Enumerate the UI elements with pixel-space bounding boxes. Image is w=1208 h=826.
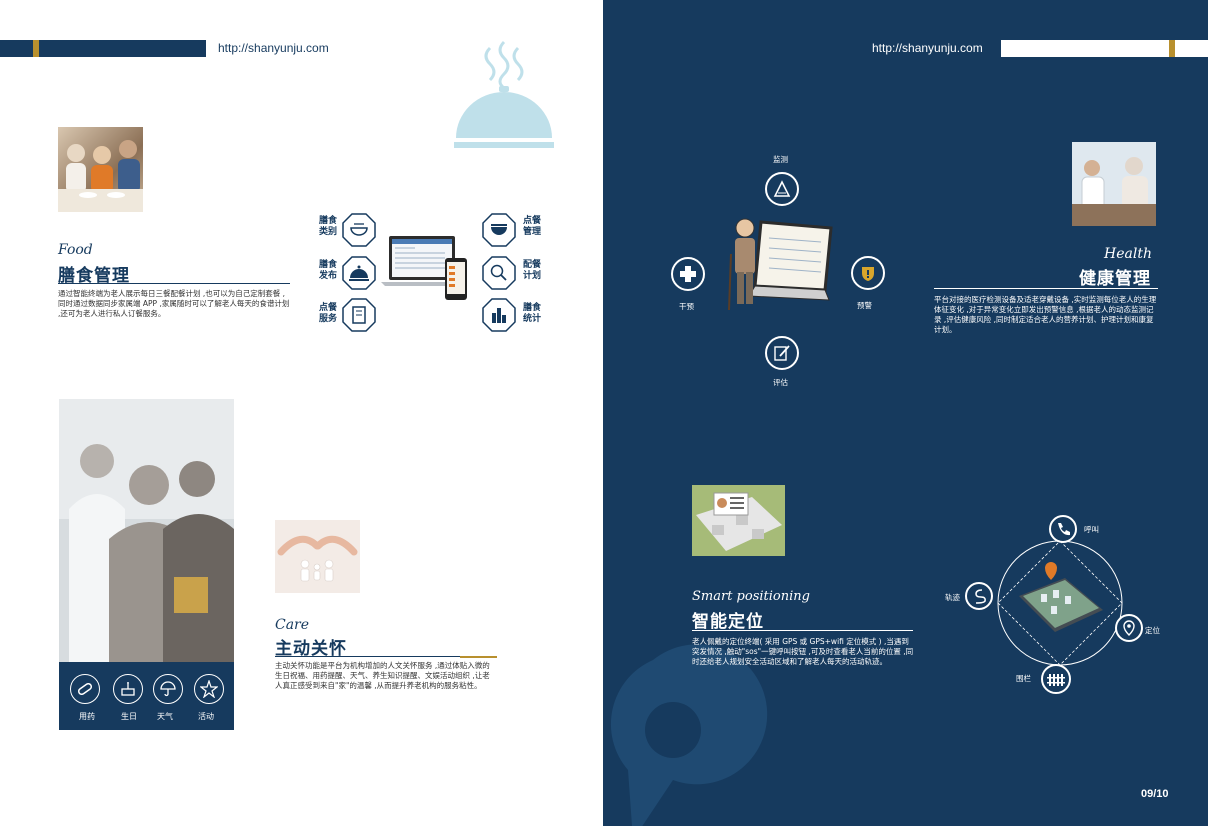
dish-icon[interactable] xyxy=(482,213,516,247)
route-icon[interactable] xyxy=(965,582,993,610)
food-item-label-2: 膳食发布 xyxy=(319,260,338,281)
care-label-3: 天气 xyxy=(157,712,173,721)
health-divider xyxy=(934,288,1158,289)
pin-icon[interactable] xyxy=(1115,614,1143,642)
shield-alert-icon[interactable] xyxy=(851,256,885,290)
cycle-label-1: 监测 xyxy=(773,155,788,164)
url-right[interactable]: http://shanyunju.com xyxy=(872,41,983,55)
bar-chart-icon[interactable] xyxy=(482,298,516,332)
magnifier-icon[interactable] xyxy=(482,256,516,290)
header-bar-left xyxy=(0,40,206,57)
cycle-label-2: 预警 xyxy=(857,301,872,310)
monitor-icon[interactable] xyxy=(765,172,799,206)
fence-icon[interactable] xyxy=(1041,664,1071,694)
url-left[interactable]: http://shanyunju.com xyxy=(218,41,329,55)
umbrella-icon[interactable] xyxy=(153,674,183,704)
food-item-label-1: 膳食类别 xyxy=(319,216,338,237)
menu-book-icon[interactable] xyxy=(342,298,376,332)
health-script: Health xyxy=(1104,246,1152,262)
care-title: 主动关怀 xyxy=(275,639,347,659)
phone-icon[interactable] xyxy=(1049,515,1077,543)
care-divider xyxy=(275,656,497,657)
health-description: 平台对接的医疗检测设备及适老穿戴设备 ,实时监测每位老人的生理体征变化 ,对于异… xyxy=(934,295,1157,334)
bowl-icon[interactable] xyxy=(342,213,376,247)
positioning-map-photo xyxy=(692,485,785,556)
food-item-label-6: 膳食统计 xyxy=(523,303,542,324)
care-photo xyxy=(59,399,234,662)
food-item-label-5: 配餐计划 xyxy=(523,260,542,281)
food-item-label-3: 点餐服务 xyxy=(319,303,338,324)
food-divider xyxy=(58,283,290,284)
care-divider-accent xyxy=(460,656,497,658)
care-label-2: 生日 xyxy=(121,712,137,721)
left-page: http://shanyunju.com Food 膳食管理 通过智能终端为老人… xyxy=(0,0,603,826)
cloche-icon[interactable] xyxy=(342,256,376,290)
health-title: 健康管理 xyxy=(1079,269,1151,289)
positioning-description: 老人佩戴的定位终端( 采用 GPS 或 GPS+wifi 定位模式 ) ,当遇到… xyxy=(692,637,914,666)
food-photo xyxy=(58,127,143,212)
food-title: 膳食管理 xyxy=(58,266,130,286)
pin-watermark xyxy=(610,644,768,826)
star-icon[interactable] xyxy=(194,674,224,704)
positioning-title: 智能定位 xyxy=(692,612,764,632)
food-item-label-4: 点餐管理 xyxy=(523,216,542,237)
care-script: Care xyxy=(275,617,310,633)
header-accent-left xyxy=(33,40,39,57)
right-page: http://shanyunju.com 监测 预警 评估 干预 Health xyxy=(603,0,1208,826)
health-photo xyxy=(1072,142,1156,226)
page-number: 09/10 xyxy=(1141,788,1169,800)
header-accent-right xyxy=(1169,40,1175,57)
laptop-phone-illustration xyxy=(381,236,467,300)
care-description: 主动关怀功能是平台为机构增加的人文关怀服务 ,通过体贴入微的生日祝福、用药提醒、… xyxy=(275,661,490,690)
pill-icon[interactable] xyxy=(70,674,100,704)
cake-icon[interactable] xyxy=(113,674,143,704)
orbit-label-2: 定位 xyxy=(1145,626,1160,635)
cycle-label-3: 评估 xyxy=(773,378,788,387)
medical-cross-icon[interactable] xyxy=(671,257,705,291)
cloche-illustration xyxy=(454,40,554,148)
positioning-divider xyxy=(692,630,913,631)
care-label-1: 用药 xyxy=(79,712,95,721)
care-hands-photo xyxy=(275,520,360,593)
positioning-script: Smart positioning xyxy=(692,589,810,604)
orbit-label-3: 围栏 xyxy=(1016,674,1031,683)
positioning-orbit xyxy=(997,540,1123,666)
header-bar-right xyxy=(1001,40,1208,57)
orbit-label-1: 呼叫 xyxy=(1084,525,1099,534)
care-label-4: 活动 xyxy=(198,712,214,721)
orbit-label-4: 轨迹 xyxy=(945,593,960,602)
elder-laptop-illustration xyxy=(728,218,833,311)
food-script: Food xyxy=(58,242,93,258)
edit-icon[interactable] xyxy=(765,336,799,370)
cycle-label-4: 干预 xyxy=(679,302,694,311)
food-description: 通过智能终端为老人展示每日三餐配餐计划 ,也可以为自己定制套餐 ,同时通过数据同… xyxy=(58,289,290,318)
